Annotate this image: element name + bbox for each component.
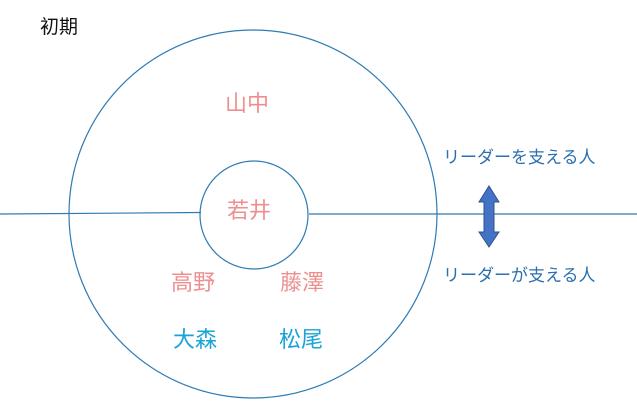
outer-circle [68,29,438,399]
horizontal-axis-left [0,211,202,215]
name-yamanaka: 山中 [225,92,270,117]
label-leader-supports: リーダーが支える人 [443,266,596,286]
diagram-title: 初期 [40,16,79,38]
inner-circle [199,160,309,270]
name-takano: 高野 [171,271,216,296]
label-supports-leader: リーダーを支える人 [443,148,596,168]
name-fujisawa: 藤澤 [280,271,325,296]
double-headed-vertical-arrow-icon [478,185,500,248]
name-wakai: 若井 [227,199,272,224]
name-omori: 大森 [173,328,218,353]
name-matsuo: 松尾 [279,328,324,353]
